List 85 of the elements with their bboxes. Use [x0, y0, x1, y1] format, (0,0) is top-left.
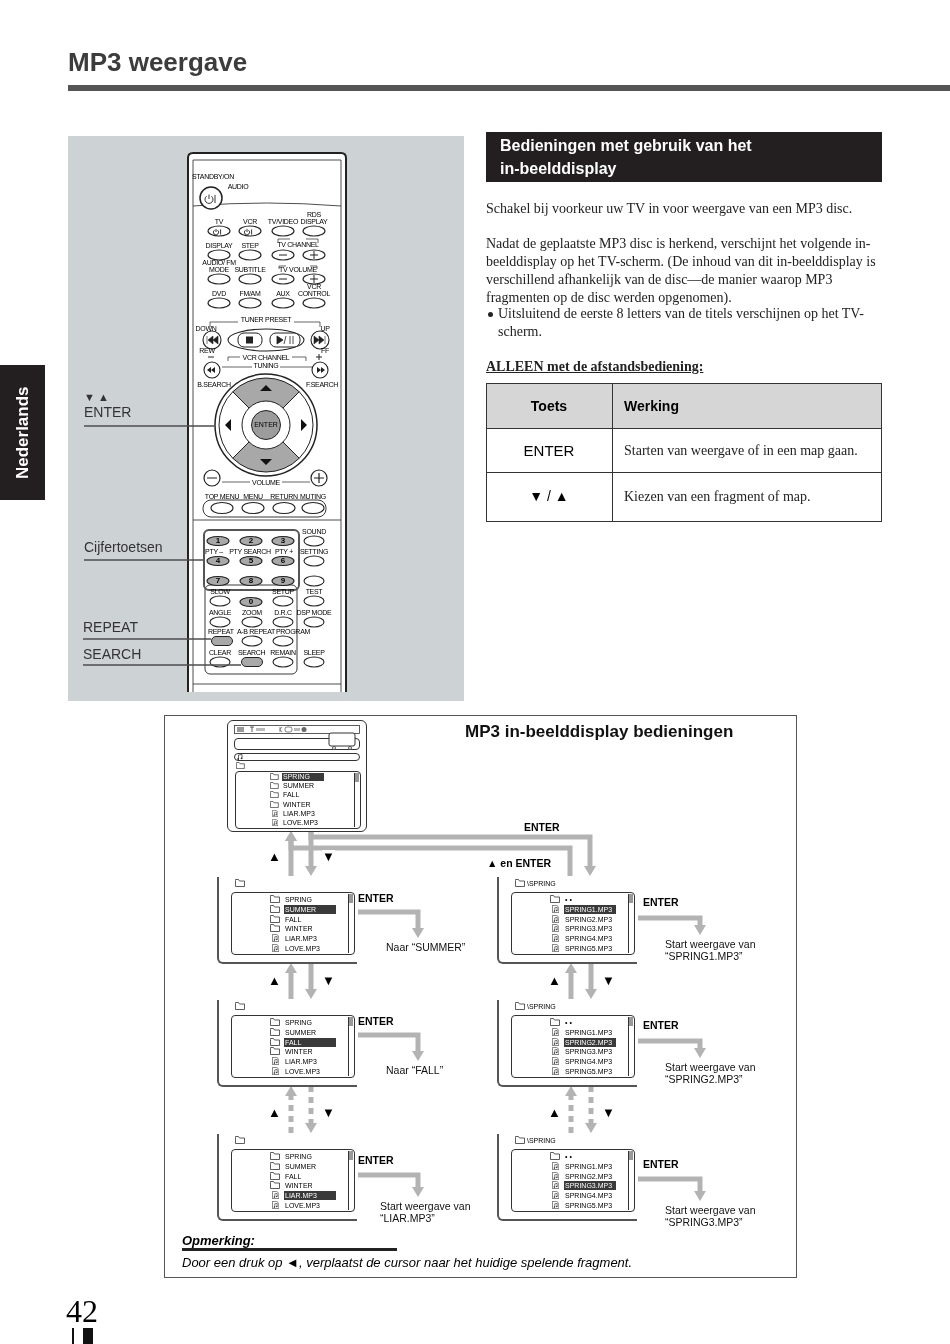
edge-label: ENTER — [358, 1154, 394, 1167]
subheading: ALLEEN met de afstandsbediening: — [486, 358, 704, 376]
edge-label: ▼ — [602, 1106, 615, 1120]
callout-label: SEARCH — [83, 645, 145, 663]
section-heading: Bedieningen met gebruik van het in-beelddisplay — [486, 132, 882, 182]
page-title: MP3 weergave — [68, 46, 248, 78]
edge-label: ▼ — [602, 974, 615, 988]
table-header-text: Toets — [530, 398, 568, 414]
edge-label: ▼ — [322, 850, 335, 864]
search-key — [241, 657, 263, 667]
leader-line — [83, 425, 215, 427]
edge-label: ENTER — [643, 896, 679, 909]
edge-label: ENTER — [358, 1015, 394, 1028]
panel-heading: MP3 in-beelddisplay bedieningen — [465, 722, 734, 742]
key-number: 6 — [280, 557, 286, 565]
key-number: 7 — [215, 577, 221, 585]
edge-label: ENTER — [643, 1019, 679, 1032]
table-cell-text: ENTER — [523, 442, 575, 459]
flow-arrow — [638, 1038, 706, 1058]
note-heading: Opmerking: — [182, 1233, 255, 1248]
screen-display — [227, 720, 367, 832]
flow-arrow — [358, 1172, 424, 1197]
edge-label: ▲ — [548, 974, 561, 988]
number-key-group — [203, 529, 300, 591]
result-text: Start weergave van “LIAR.MP3” — [380, 1200, 480, 1224]
flow-arrow — [305, 1086, 317, 1133]
key-number: 9 — [280, 577, 286, 585]
key-number: 0 — [248, 598, 254, 606]
flow-arrow — [358, 1032, 424, 1061]
key-number: 1 — [215, 537, 221, 545]
flow-arrow — [358, 909, 424, 938]
callout-label: Cijfertoetsen — [84, 538, 176, 556]
edge-label: ▲ — [268, 974, 281, 988]
page-number: 42 — [66, 1294, 98, 1328]
flow-arrow — [285, 1086, 297, 1133]
key-number: 5 — [248, 557, 254, 565]
edge-label: ENTER — [643, 1158, 679, 1171]
result-text: Start weergave van “SPRING2.MP3” — [665, 1061, 775, 1085]
key-number: 3 — [280, 537, 286, 545]
screen-display — [217, 1134, 357, 1221]
flow-arrow — [565, 963, 577, 999]
screen-display — [217, 877, 357, 964]
leader-line — [83, 559, 204, 561]
table-cell-text: Kiezen van een fragment of map. — [624, 488, 811, 506]
callout-label: REPEAT — [83, 618, 145, 636]
edge-label: ▼ — [322, 974, 335, 988]
repeat-key — [211, 636, 233, 646]
result-text: Naar “FALL” — [386, 1064, 486, 1076]
key-number: 4 — [215, 557, 221, 565]
flow-arrow — [285, 963, 297, 999]
screen-display — [497, 877, 637, 964]
callout-label: ▼ ▲ — [84, 390, 109, 404]
edge-label: ▲ — [268, 850, 281, 864]
note-text: Door een druk op ◄, verplaatst de cursor naar het huidige spelende fragment. — [182, 1255, 633, 1270]
flow-arrow — [638, 1176, 706, 1201]
paragraph: Nadat de geplaatste MP3 disc is herkend, verschijnt het volgende in-beelddisplay op het TV-scherm. (De inhoud van dit in-beelddisplay is verschillend afhankelijk van de disc—de manier waarop MP3 fragmenten op de disc werden opgenomen). — [486, 235, 877, 307]
edge-label: ▲ en ENTER — [487, 857, 552, 870]
paragraph: Schakel bij voorkeur uw TV in voor weergave van een MP3 disc. — [486, 200, 854, 218]
key-number: 2 — [248, 537, 254, 545]
callout-label: ENTER — [84, 404, 132, 421]
flow-arrow — [638, 915, 706, 935]
edge-label: ▲ — [548, 1106, 561, 1120]
language-tab — [0, 365, 45, 500]
edge-label: ▲ — [268, 1106, 281, 1120]
result-text: Start weergave van “SPRING3.MP3” — [665, 1204, 775, 1228]
edge-label: ENTER — [358, 892, 394, 905]
bullet-text: Uitsluitend de eerste 8 letters van de titels verschijnen op het TV-scherm. — [498, 305, 865, 341]
result-text: Naar “SUMMER” — [386, 941, 486, 953]
flow-arrow — [305, 963, 317, 999]
result-text: Start weergave van “SPRING1.MP3” — [665, 938, 775, 962]
flow-arrow — [585, 963, 597, 999]
leader-line — [82, 664, 242, 666]
edge-label: ▼ — [322, 1106, 335, 1120]
edge-label: ENTER — [524, 821, 560, 834]
flow-arrow — [565, 1086, 577, 1133]
flow-arrow — [585, 1086, 597, 1133]
table-cell-text: Starten van weergave of in een map gaan. — [624, 442, 858, 460]
key-number: 8 — [248, 577, 254, 585]
tab-label: Nederlands — [11, 386, 33, 479]
screen-display — [497, 1134, 637, 1221]
screen-display — [497, 1000, 637, 1087]
table-cell-text: ▼ / ▲ — [529, 488, 569, 505]
table-header-text: Werking — [624, 398, 679, 414]
screen-display — [217, 1000, 357, 1087]
leader-line — [82, 638, 212, 640]
